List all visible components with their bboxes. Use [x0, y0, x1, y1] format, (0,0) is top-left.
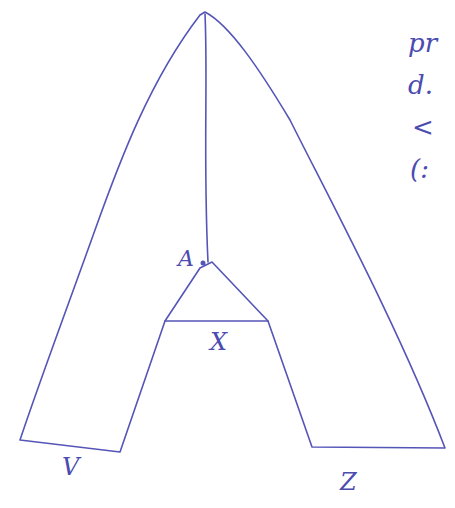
margin-note: d. [408, 72, 433, 98]
inner-triangle [165, 262, 268, 321]
point-label: X [210, 330, 227, 354]
point-label: A [178, 248, 194, 270]
margin-note: < [412, 114, 434, 140]
point-label: Z [340, 470, 357, 494]
outer-outline [20, 12, 445, 452]
margin-note: (: [410, 156, 429, 182]
margin-note: pr [408, 30, 437, 56]
point-dot [201, 261, 206, 266]
center-line [205, 14, 208, 262]
point-label: V [62, 455, 79, 479]
